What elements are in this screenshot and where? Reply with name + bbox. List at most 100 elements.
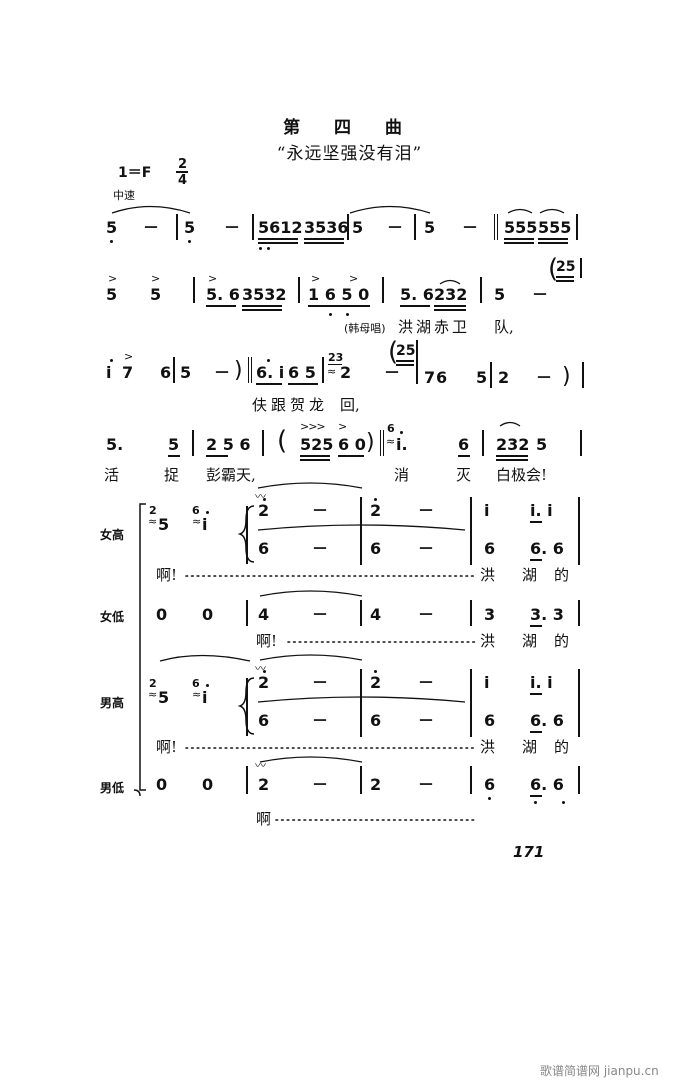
note: 5 xyxy=(536,435,548,454)
key-signature: 1＝F xyxy=(118,165,152,181)
close-paren: ) xyxy=(562,364,571,389)
underline xyxy=(396,360,414,362)
grace-note: 2 xyxy=(149,504,157,517)
dash: － xyxy=(143,218,160,237)
note-group: 6 5 xyxy=(288,363,316,382)
dash: － xyxy=(418,711,435,730)
underline xyxy=(258,242,298,244)
note-group: 6 0 xyxy=(338,435,366,454)
dash: － xyxy=(462,218,479,237)
accent-mark: > xyxy=(208,272,218,285)
note: 2 xyxy=(370,501,382,520)
barline xyxy=(322,357,324,383)
underline xyxy=(288,383,318,385)
note-group: 3532 xyxy=(242,285,287,304)
dash: － xyxy=(418,501,435,520)
dash: － xyxy=(418,539,435,558)
brace xyxy=(237,677,255,735)
note-group: 3. 3 xyxy=(530,605,564,624)
time-signature-denominator: 4 xyxy=(178,173,188,188)
underline xyxy=(538,242,568,244)
underline xyxy=(530,559,542,561)
grace-note: 6 xyxy=(387,422,395,435)
note: 0 xyxy=(156,605,168,624)
note: i xyxy=(484,501,490,520)
note: 2 xyxy=(340,363,352,382)
dash: － xyxy=(224,218,241,237)
note: 3 xyxy=(484,605,496,624)
note-group: 525 xyxy=(300,435,334,454)
accent-mark: > xyxy=(338,420,348,433)
tilde-mark: ≈ xyxy=(327,365,337,378)
rehearsal-mark: 25 xyxy=(556,259,576,275)
low-dot xyxy=(562,801,565,804)
barline xyxy=(360,766,362,794)
lyric: 回, xyxy=(340,396,360,414)
barline xyxy=(578,497,580,565)
lyric: 湖 xyxy=(522,632,538,650)
grace-notes: 23 xyxy=(328,351,344,364)
barline xyxy=(470,600,472,626)
dash: － xyxy=(418,775,435,794)
repeat-barline xyxy=(380,430,384,456)
high-dot xyxy=(110,359,113,362)
dash: － xyxy=(312,539,329,558)
lyric: 洪 xyxy=(480,738,496,756)
underline xyxy=(304,238,344,240)
extension-lines xyxy=(185,575,477,821)
underline xyxy=(504,242,534,244)
accent-mark: >>> xyxy=(300,420,326,433)
low-dot xyxy=(534,801,537,804)
trill-mark: 〰 xyxy=(255,662,266,675)
underline xyxy=(530,795,542,797)
barline xyxy=(470,497,472,565)
dash: － xyxy=(312,711,329,730)
lyric: 的 xyxy=(554,566,570,584)
high-dot xyxy=(374,498,377,501)
note: 7 xyxy=(424,368,436,387)
note: 6 xyxy=(160,363,172,382)
lyric: 洪 xyxy=(480,632,496,650)
underline xyxy=(530,693,542,695)
barline xyxy=(490,362,492,388)
voice-label-tenor: 男高 xyxy=(100,696,125,710)
note: 5 xyxy=(168,435,180,454)
slur xyxy=(507,208,533,214)
underline xyxy=(300,459,330,461)
slur xyxy=(349,205,431,214)
note: 6 xyxy=(258,711,270,730)
note: 2 xyxy=(258,501,270,520)
underline xyxy=(530,521,542,523)
barline xyxy=(482,430,484,456)
underline xyxy=(496,455,528,457)
accent-mark: > xyxy=(124,350,134,363)
slur xyxy=(257,696,466,703)
barline xyxy=(578,600,580,626)
high-dot xyxy=(206,511,209,514)
note: 4 xyxy=(370,605,382,624)
dash: － xyxy=(312,775,329,794)
lyric: 湖 xyxy=(522,738,538,756)
slur xyxy=(259,756,363,763)
tilde-mark: ≈ xyxy=(192,688,202,701)
underline xyxy=(242,305,282,307)
barline xyxy=(298,277,300,303)
tilde-mark: ≈ xyxy=(148,688,158,701)
note: 6 xyxy=(258,539,270,558)
note-group: 5612 xyxy=(258,218,303,237)
underline xyxy=(168,455,180,457)
underline xyxy=(400,305,430,307)
low-dot xyxy=(188,240,191,243)
note-group: 6. 6 xyxy=(530,775,564,794)
note-group: 6. 6 xyxy=(530,539,564,558)
underline xyxy=(304,242,344,244)
underline xyxy=(206,455,228,457)
note-group: i. i xyxy=(530,501,553,520)
underline xyxy=(328,364,342,365)
time-signature-line xyxy=(176,171,188,173)
note: 6 xyxy=(370,539,382,558)
barline xyxy=(578,766,580,794)
underline xyxy=(242,309,282,311)
open-paren: ( xyxy=(388,337,399,367)
